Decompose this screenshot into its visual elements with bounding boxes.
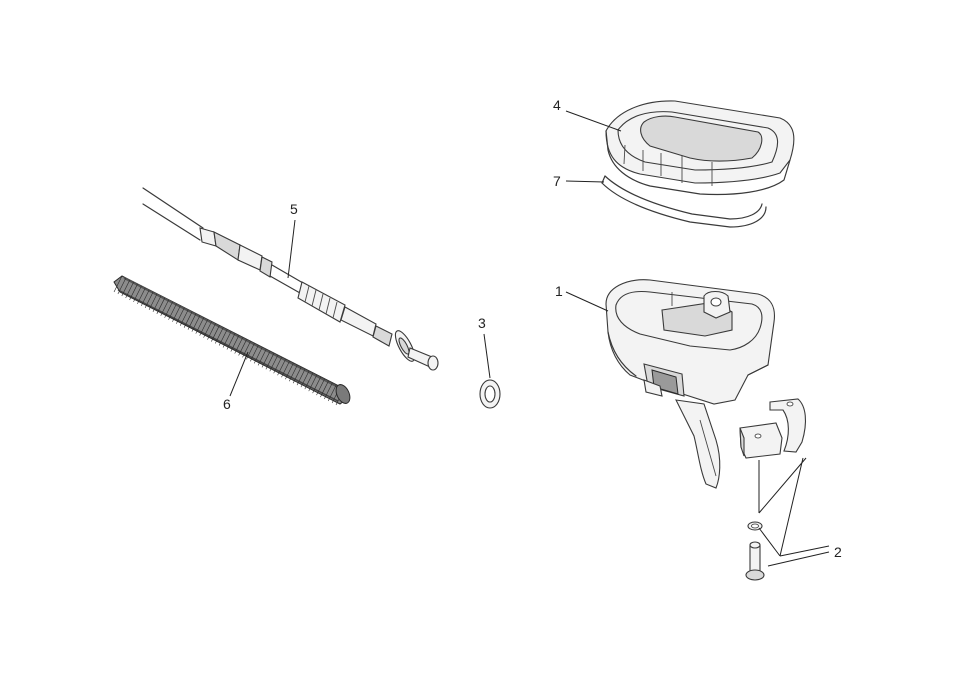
spring-coil-line	[281, 361, 290, 378]
spring-coil-line	[222, 331, 232, 348]
spring-coil-line	[253, 347, 263, 364]
callout-6: 6	[223, 396, 231, 412]
callout-4: 4	[553, 97, 561, 113]
spring-coil-line	[160, 299, 170, 316]
spring-coil-line	[133, 285, 142, 303]
spring-coil-line	[327, 384, 337, 402]
spring-coil-line	[296, 369, 306, 386]
part-1-switch-housing	[605, 279, 776, 489]
spring-coil-line	[269, 355, 279, 372]
spring-coil-line	[140, 289, 150, 307]
spring-coil-line	[183, 311, 193, 328]
part-4-cover	[605, 100, 795, 196]
spring-coil-line	[261, 351, 271, 368]
spring-coil-line	[250, 345, 259, 362]
spring-coil-line	[288, 365, 298, 382]
spring-coil-line	[199, 319, 208, 336]
callout-2: 2	[834, 544, 842, 560]
spring-coil-line	[164, 301, 173, 318]
spring-coil-line	[292, 367, 302, 384]
spring-coil-line	[117, 277, 127, 295]
part-6-spring	[113, 275, 351, 406]
spring-coil-line	[242, 341, 251, 358]
callout-1: 1	[555, 283, 563, 299]
spring-coil-line	[214, 327, 224, 344]
spring-coil-line	[176, 307, 185, 324]
spring-coil-line	[218, 329, 228, 346]
spring-coil-line	[312, 376, 321, 394]
part-2-clamp-assembly	[739, 398, 807, 581]
spring-coil-line	[148, 293, 158, 310]
spring-coil-line	[179, 309, 189, 326]
spring-coil-line	[285, 363, 294, 380]
spring-coil-line	[125, 281, 134, 299]
spring-coil-line	[156, 297, 166, 314]
spring-coil-line	[195, 317, 205, 334]
part-5-cable	[142, 187, 439, 371]
spring-coil-line	[238, 339, 247, 356]
spring-coil-line	[121, 279, 131, 297]
spring-coil-line	[129, 283, 138, 301]
spring-coil-line	[137, 287, 146, 305]
callout-7: 7	[553, 173, 561, 189]
callout-3: 3	[478, 315, 486, 331]
spring-coil-line	[113, 275, 123, 293]
spring-coil-line	[324, 382, 333, 400]
spring-coil-line	[308, 374, 318, 392]
spring-coil-line	[234, 337, 244, 354]
spring-coil-line	[304, 373, 314, 390]
spring-coil-line	[273, 357, 282, 374]
spring-coil-line	[144, 291, 154, 308]
spring-coil-line	[246, 343, 255, 360]
spring-coil-line	[207, 323, 216, 340]
spring-coil-line	[187, 313, 197, 330]
spring-coil-line	[211, 325, 220, 342]
spring-coil-line	[191, 315, 201, 332]
spring-coil-line	[230, 335, 240, 352]
spring-coil-line	[257, 349, 267, 366]
part-3-washer	[479, 379, 501, 409]
spring-coil-line	[152, 295, 162, 312]
spring-coil-line	[172, 305, 181, 322]
leader-lines	[229, 110, 830, 567]
spring-coil-line	[203, 321, 212, 338]
spring-coil-line	[320, 380, 329, 398]
spring-coil-line	[316, 378, 325, 396]
spring-coil-line	[168, 303, 177, 320]
spring-coil-line	[277, 359, 286, 376]
spring-coil-line	[300, 371, 310, 388]
spring-coil-line	[265, 353, 275, 370]
callout-5: 5	[290, 201, 298, 217]
part-7-gasket	[601, 175, 767, 228]
spring-coil-line	[226, 333, 236, 350]
